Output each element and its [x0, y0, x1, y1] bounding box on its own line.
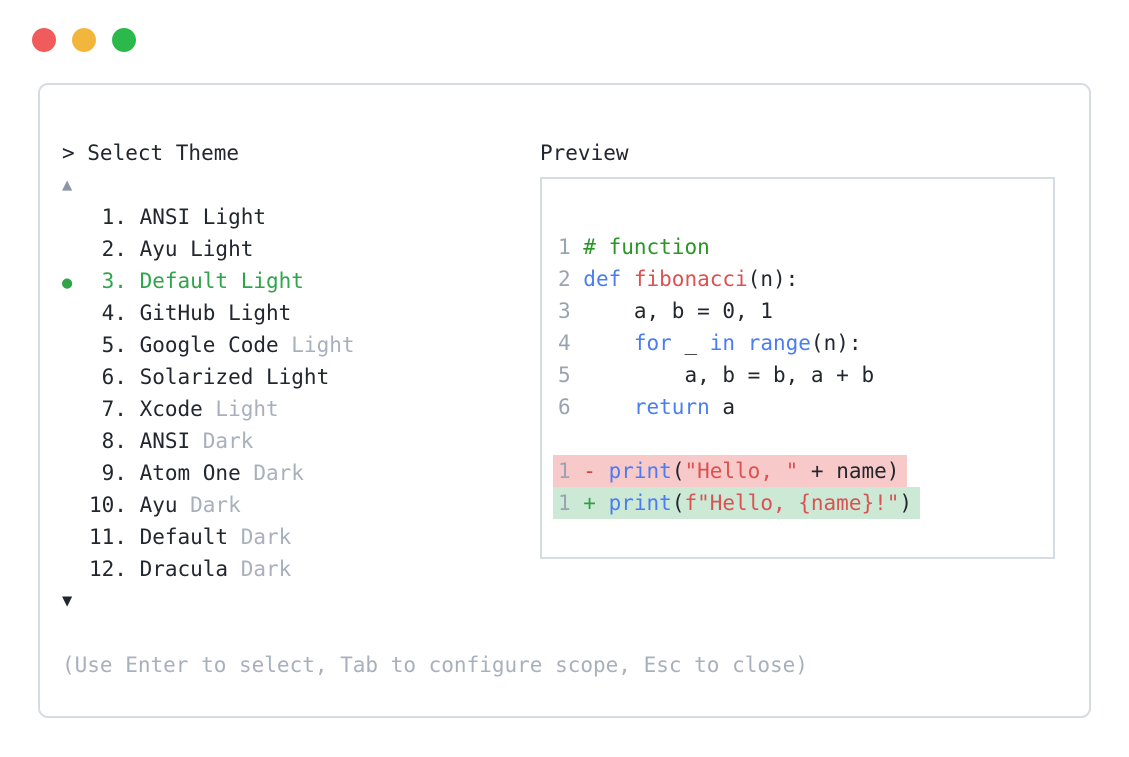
theme-item-number: 12.: [89, 557, 127, 581]
theme-list-item[interactable]: 10. Ayu Dark: [62, 489, 540, 521]
theme-item-variant: Dark: [202, 429, 254, 453]
theme-item-name: Ayu Light: [139, 237, 254, 261]
code-line: 2 def fibonacci(n):: [558, 267, 799, 291]
theme-item-number: 5.: [101, 333, 127, 357]
theme-item-number: 1.: [101, 205, 127, 229]
theme-item-variant: Light: [291, 333, 355, 357]
theme-item-number: 3.: [101, 269, 127, 293]
theme-list-item[interactable]: 2. Ayu Light: [62, 233, 540, 265]
diff-line-removed: 1 - print("Hello, " + name): [553, 455, 908, 487]
theme-item-number: 10.: [89, 493, 127, 517]
code-line: [558, 423, 571, 455]
code-line: 4 for _ in range(n):: [558, 331, 862, 355]
scroll-down-icon[interactable]: ▼: [62, 591, 73, 611]
theme-selector-column: > Select Theme ▲ 1. ANSI Light 2. Ayu Light…: [62, 137, 540, 617]
theme-item-variant: Dark: [240, 525, 292, 549]
theme-item-name: Xcode: [139, 397, 203, 421]
selected-marker-icon: ●: [62, 273, 73, 293]
minimize-button[interactable]: [72, 28, 96, 52]
theme-item-name: GitHub Light: [139, 301, 292, 325]
theme-list-item[interactable]: 12. Dracula Dark: [62, 553, 540, 585]
code-line: 5 a, b = b, a + b: [558, 363, 875, 387]
theme-item-number: 11.: [89, 525, 127, 549]
theme-item-name: Ayu: [139, 493, 178, 517]
scroll-up-icon[interactable]: ▲: [62, 175, 73, 195]
theme-item-name: Default Light: [139, 269, 304, 293]
diff-line-added: 1 + print(f"Hello, {name}!"): [553, 487, 921, 519]
code-line: 3 a, b = 0, 1: [558, 299, 773, 323]
theme-item-number: 7.: [101, 397, 127, 421]
theme-list-item[interactable]: 9. Atom One Dark: [62, 457, 540, 489]
theme-item-number: 6.: [101, 365, 127, 389]
theme-item-number: 2.: [101, 237, 127, 261]
theme-item-number: 4.: [101, 301, 127, 325]
keyboard-hint: (Use Enter to select, Tab to configure s…: [62, 653, 808, 677]
preview-label: Preview: [540, 141, 629, 165]
picker-columns: > Select Theme ▲ 1. ANSI Light 2. Ayu Light…: [62, 137, 1059, 617]
theme-item-variant: Dark: [240, 557, 292, 581]
theme-list-item[interactable]: 11. Default Dark: [62, 521, 540, 553]
theme-item-name: Atom One: [139, 461, 241, 485]
theme-item-name: ANSI: [139, 429, 191, 453]
theme-list-item[interactable]: 4. GitHub Light: [62, 297, 540, 329]
theme-list-item[interactable]: 5. Google Code Light: [62, 329, 540, 361]
theme-list-item[interactable]: 1. ANSI Light: [62, 201, 540, 233]
select-theme-prompt: > Select Theme: [62, 141, 240, 165]
theme-item-number: 8.: [101, 429, 127, 453]
theme-item-name: Solarized Light: [139, 365, 330, 389]
theme-item-number: 9.: [101, 461, 127, 485]
theme-list-item[interactable]: ● 3. Default Light: [62, 265, 540, 297]
theme-item-variant: Dark: [190, 493, 241, 517]
theme-list: 1. ANSI Light 2. Ayu Light ● 3. Default Light 4…: [62, 201, 540, 585]
theme-list-item[interactable]: 7. Xcode Light: [62, 393, 540, 425]
code-line: 1 # function: [558, 235, 710, 259]
theme-item-name: ANSI Light: [139, 205, 266, 229]
theme-item-name: Dracula: [139, 557, 229, 581]
close-button[interactable]: [32, 28, 56, 52]
theme-item-variant: Light: [215, 397, 279, 421]
theme-item-name: Google Code: [139, 333, 279, 357]
preview-column: Preview 1 # function 2 def fibonacci(n): 3…: [540, 137, 1059, 617]
code-line: 6 return a: [558, 395, 736, 419]
theme-picker-panel: > Select Theme ▲ 1. ANSI Light 2. Ayu Light…: [38, 83, 1091, 718]
maximize-button[interactable]: [112, 28, 136, 52]
theme-list-item[interactable]: 6. Solarized Light: [62, 361, 540, 393]
theme-item-name: Default: [139, 525, 229, 549]
theme-item-variant: Dark: [253, 461, 304, 485]
theme-list-item[interactable]: 8. ANSI Dark: [62, 425, 540, 457]
code-preview-box: 1 # function 2 def fibonacci(n): 3 a, b = …: [540, 177, 1055, 559]
window-controls: [32, 28, 136, 52]
